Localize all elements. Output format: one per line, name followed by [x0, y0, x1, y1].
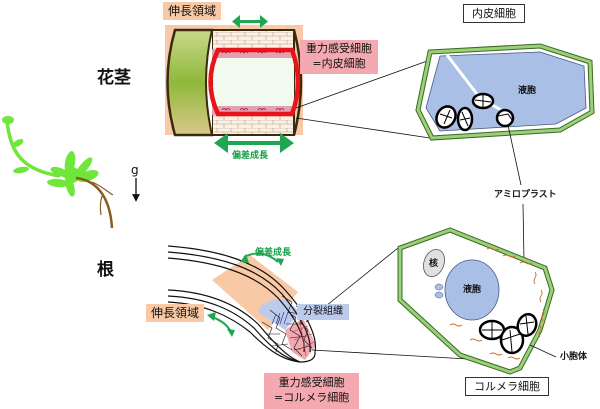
- meristem-label: 分裂組織: [297, 304, 349, 320]
- amyloplast-label: アミロプラスト: [494, 190, 557, 200]
- stem-gravity-cell-name: 重力感受細胞: [306, 42, 372, 55]
- endodermal-vacuole-label: 液胞: [518, 86, 537, 96]
- root-elongation-zone-label: 伸長領域: [146, 304, 205, 323]
- plant-stem: [5, 120, 61, 178]
- plant-illustration: [2, 116, 114, 229]
- root-meristem-lines: [271, 311, 289, 325]
- plant-leaf: [13, 166, 29, 174]
- stem-differential-growth-label: 偏差成長: [232, 151, 269, 161]
- stem-gravity-cell-eq: =内皮細胞: [312, 56, 366, 70]
- columella-vacuole-label: 液胞: [463, 285, 482, 295]
- gravity-label: g: [131, 163, 139, 177]
- columella-cell: [397, 227, 555, 375]
- gravity-sensing-endodermis-outline: [208, 47, 301, 117]
- stem-arrow-top: [232, 15, 268, 28]
- endodermal-cell: [415, 43, 595, 141]
- vesicle-label: 小胞体: [560, 352, 588, 362]
- stem-cylinder: [165, 15, 303, 153]
- stem-gravity-cell-label: 重力感受細胞 =内皮細胞: [300, 40, 378, 74]
- endoplasmic-reticulum: [449, 247, 545, 360]
- root-cell-mesh: [261, 295, 313, 357]
- columella-cell-title: コルメラ細胞: [465, 377, 549, 397]
- plant-root: [75, 176, 114, 229]
- root-tip: [167, 245, 317, 363]
- stem-arrow-bottom: [214, 133, 294, 153]
- root-arrow-top: [243, 252, 279, 263]
- endodermal-cell-title: 内皮細胞: [463, 4, 525, 24]
- stem-vascular: [214, 58, 294, 106]
- vesicle-pointer: [529, 344, 557, 358]
- stem-endodermis-top: [212, 49, 294, 58]
- nucleus-label: 核: [429, 259, 439, 269]
- columella-vacuole: [444, 259, 500, 321]
- stem-elongation-zone-label: 伸長領域: [163, 2, 222, 21]
- plant-flower-bud: [2, 116, 14, 124]
- nucleus: [423, 249, 445, 277]
- stem-label: 花茎: [97, 68, 131, 88]
- root-gravity-cell-name: 重力感受細胞: [278, 376, 345, 389]
- root-differential-growth-label: 偏差成長: [255, 248, 292, 258]
- stem-endodermis-bottom: [212, 106, 294, 115]
- root-gravity-cell-eq: =コルメラ細胞: [274, 390, 350, 404]
- root-columella: [285, 318, 316, 360]
- plant-leaf: [12, 139, 24, 147]
- root-label: 根: [97, 260, 114, 280]
- root-gravity-cell-label: 重力感受細胞 =コルメラ細胞: [264, 373, 360, 409]
